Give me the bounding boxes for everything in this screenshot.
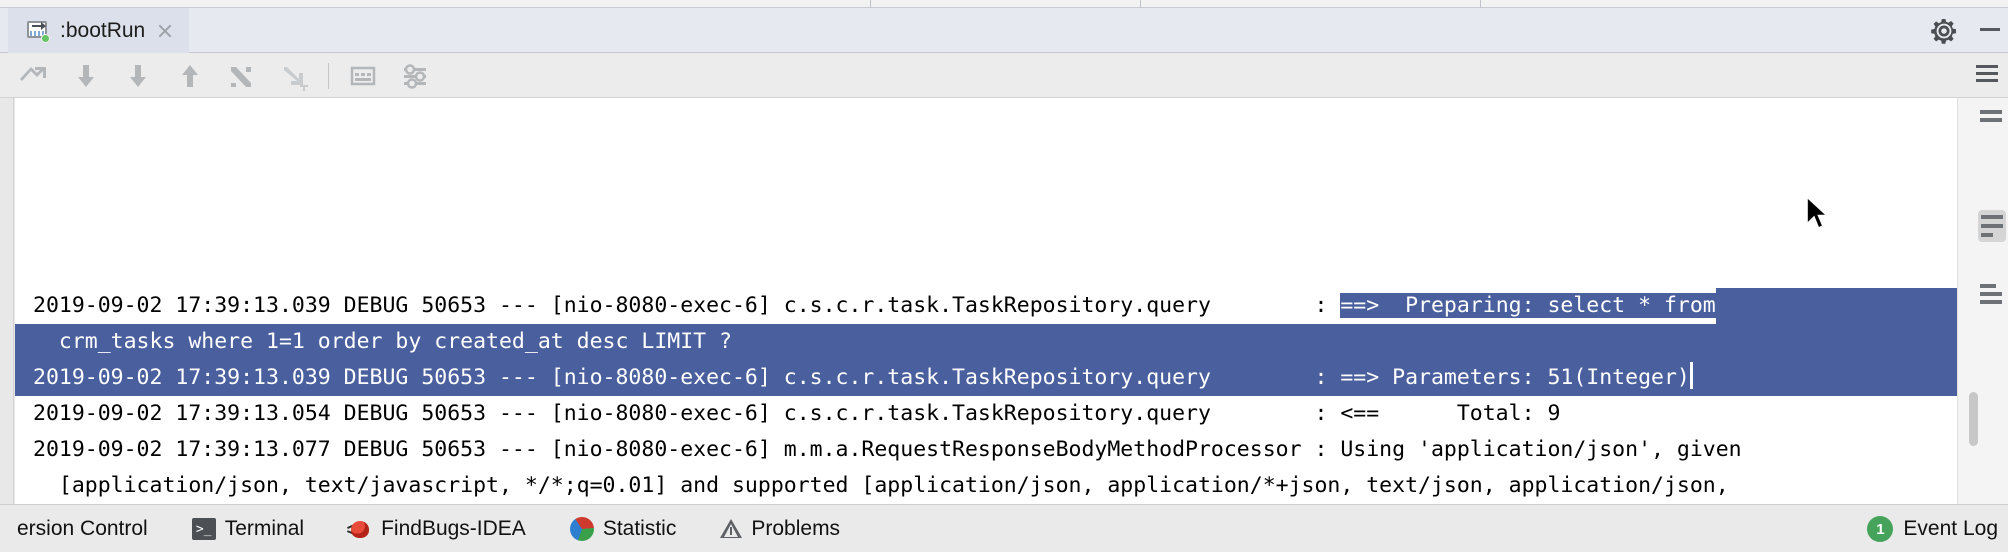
status-terminal-label: Terminal — [224, 517, 305, 540]
status-bar-items: ersion Control >_ Terminal FindBugs-IDEA… — [0, 505, 862, 553]
vertical-scrollbar-thumb[interactable] — [1969, 392, 1978, 446]
status-bar: ersion Control >_ Terminal FindBugs-IDEA… — [0, 504, 2008, 552]
status-statistic-label: Statistic — [602, 517, 677, 540]
status-problems[interactable]: Problems — [698, 505, 862, 553]
console-gutter — [0, 98, 14, 504]
tab-title: :bootRun — [60, 18, 146, 42]
run-tab-bar: :bootRun — [0, 8, 2008, 53]
print-icon[interactable] — [337, 55, 389, 97]
console-line: 2019-09-02 17:39:13.077 DEBUG 50653 --- … — [15, 432, 1957, 468]
log-text: 2019-09-02 17:39:13.039 DEBUG 50653 --- … — [33, 293, 1341, 318]
minimize-icon[interactable] — [1980, 28, 2000, 31]
status-findbugs-label: FindBugs-IDEA — [381, 517, 526, 540]
text-caret — [1689, 362, 1693, 389]
console-right-rail — [1957, 98, 2008, 504]
console-toolbar — [0, 53, 2008, 98]
status-version-control[interactable]: ersion Control — [0, 505, 170, 553]
rail-lines-icon-2[interactable] — [1980, 284, 2004, 308]
statistic-icon — [569, 517, 594, 541]
up-arrow-icon[interactable] — [164, 55, 216, 97]
selected-text: 2019-09-02 17:39:13.039 DEBUG 50653 --- … — [33, 365, 1690, 390]
event-log-label: Event Log — [1903, 517, 1998, 540]
scroll-down-icon[interactable] — [60, 55, 112, 97]
warning-icon — [720, 519, 743, 539]
tab-bootrun[interactable]: :bootRun — [8, 8, 190, 53]
rerun-icon[interactable] — [8, 55, 60, 97]
close-icon[interactable] — [155, 21, 175, 41]
filter-icon[interactable] — [389, 55, 441, 97]
terminal-icon: >_ — [191, 518, 216, 540]
status-version-control-label: ersion Control — [17, 517, 148, 540]
console-line: [application/json, text/javascript, */*;… — [15, 468, 1957, 504]
panel-seam — [1140, 0, 1141, 8]
bug-icon — [347, 518, 372, 540]
log-text: 2019-09-02 17:39:13.054 DEBUG 50653 --- … — [33, 401, 1561, 426]
selected-text: ==> Preparing: select * from — [1340, 293, 1716, 318]
console-line: 2019-09-02 17:39:13.054 DEBUG 50653 --- … — [15, 396, 1957, 432]
panel-seam — [870, 0, 871, 8]
selected-text: crm_tasks where 1=1 order by created_at … — [33, 329, 732, 354]
running-indicator — [41, 33, 50, 43]
log-text: [application/json, text/javascript, */*;… — [33, 473, 1729, 498]
soft-wrap-icon[interactable] — [216, 55, 268, 97]
toolbar-separator — [328, 62, 329, 89]
console-line: crm_tasks where 1=1 order by created_at … — [15, 324, 1957, 360]
scroll-to-end-icon[interactable] — [268, 55, 320, 97]
status-statistic[interactable]: Statistic — [548, 505, 699, 553]
gear-icon[interactable] — [1928, 15, 1960, 47]
log-text: 2019-09-02 17:39:13.077 DEBUG 50653 --- … — [33, 437, 1742, 462]
console-output[interactable]: 2019-09-02 17:39:13.039 DEBUG 50653 --- … — [15, 98, 1957, 504]
window-top-strip — [0, 0, 2008, 8]
status-findbugs[interactable]: FindBugs-IDEA — [326, 505, 548, 553]
selection-tail — [1715, 288, 1957, 324]
status-terminal[interactable]: >_ Terminal — [170, 505, 326, 553]
status-problems-label: Problems — [751, 517, 841, 540]
console-line: 2019-09-02 17:39:13.039 DEBUG 50653 --- … — [15, 288, 1957, 324]
console-line: 2019-09-02 17:39:13.039 DEBUG 50653 --- … — [15, 360, 1957, 396]
panel-seam — [1480, 0, 1481, 8]
rail-lines-icon[interactable] — [1980, 110, 2004, 126]
event-log-badge: 1 — [1867, 516, 1894, 542]
console-area: 2019-09-02 17:39:13.039 DEBUG 50653 --- … — [0, 98, 2008, 504]
more-options-icon[interactable] — [1976, 65, 1998, 85]
run-configuration-icon — [26, 19, 50, 43]
down-arrow-icon[interactable] — [112, 55, 164, 97]
event-log-button[interactable]: 1 Event Log — [1867, 505, 2004, 553]
rail-active-group-icon[interactable] — [1978, 210, 2006, 242]
